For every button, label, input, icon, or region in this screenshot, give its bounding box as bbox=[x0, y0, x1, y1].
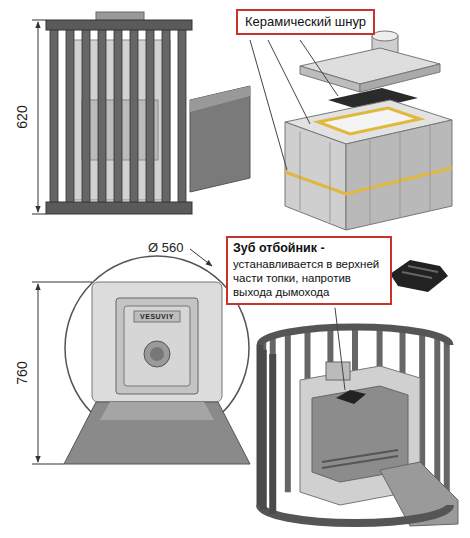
body-ribs bbox=[400, 133, 401, 218]
body-side bbox=[346, 120, 452, 230]
deflector-tooth bbox=[402, 266, 438, 278]
grille-bars bbox=[178, 28, 186, 204]
dimension-760 bbox=[38, 284, 39, 462]
ceramic-cord-top bbox=[318, 108, 420, 134]
stove-plan bbox=[92, 282, 222, 402]
dimension-760 bbox=[32, 282, 92, 283]
top-view bbox=[32, 249, 250, 464]
fire-chute bbox=[190, 86, 250, 192]
grille-back-bars bbox=[285, 332, 291, 492]
dimension-label: 760 bbox=[14, 359, 30, 386]
grille-bars bbox=[114, 28, 122, 204]
cord-leaders bbox=[268, 40, 310, 124]
dimension-620 bbox=[32, 20, 46, 214]
dimension-620 bbox=[38, 22, 39, 212]
grille-rim-bottom bbox=[260, 505, 450, 523]
front-view bbox=[32, 12, 250, 214]
grille-bars bbox=[130, 28, 138, 204]
door-window-inner bbox=[150, 347, 164, 361]
callout-text: Керамический шнур bbox=[245, 14, 366, 30]
chimney-rim bbox=[372, 31, 398, 41]
deflector-tooth bbox=[390, 260, 448, 292]
callout-text: устанавливается в верхней части топки, н… bbox=[233, 257, 385, 300]
door-window bbox=[144, 341, 170, 367]
dimension-label: 620 bbox=[14, 103, 30, 130]
grille-bars bbox=[66, 28, 74, 204]
grille-bars bbox=[50, 28, 58, 204]
callout-box: Керамический шнур bbox=[236, 9, 375, 35]
cord-leaders bbox=[300, 40, 338, 96]
top-plate-front bbox=[300, 66, 360, 92]
grille-bars bbox=[162, 28, 170, 204]
ceramic-cord-joint bbox=[285, 168, 452, 194]
body-ribs bbox=[300, 132, 301, 210]
chute-base bbox=[64, 402, 250, 464]
dimension-label: Ø 560 bbox=[146, 240, 185, 255]
callout-box: Зуб отбойник -устанавливается в верхней … bbox=[226, 236, 392, 305]
dimension-620 bbox=[32, 214, 46, 215]
grille-rim-top bbox=[260, 327, 450, 345]
grille-ring-top bbox=[46, 20, 192, 30]
grille-bars bbox=[82, 28, 90, 204]
fire-chute-top bbox=[190, 86, 250, 112]
brand-logo: VESUVIY bbox=[140, 313, 174, 320]
cord-leaders bbox=[250, 40, 287, 170]
top-plate-side bbox=[360, 64, 440, 92]
dimension-760 bbox=[32, 282, 92, 464]
body-ribs bbox=[300, 126, 430, 224]
grille-front-bars bbox=[260, 345, 273, 514]
callout-text: Зуб отбойник - bbox=[233, 241, 385, 257]
grate bbox=[322, 450, 398, 462]
dimension-760 bbox=[32, 464, 64, 465]
diameter-leader bbox=[190, 249, 212, 266]
grate bbox=[322, 450, 398, 468]
door bbox=[116, 298, 198, 394]
grille-bars bbox=[50, 28, 186, 204]
logo-plate bbox=[134, 311, 180, 322]
chute-top bbox=[100, 402, 214, 420]
cutaway-view bbox=[260, 308, 458, 526]
chimney-outlet bbox=[326, 362, 350, 380]
grille-back-bars bbox=[444, 340, 450, 500]
body-ribs bbox=[370, 140, 371, 224]
grille-bars bbox=[146, 28, 154, 204]
grille-bars bbox=[98, 28, 106, 204]
grille-back-bars bbox=[434, 336, 440, 496]
body-ribs bbox=[330, 142, 331, 222]
tooth-leader bbox=[335, 308, 345, 390]
cord-leaders bbox=[250, 40, 338, 170]
deflector-tooth bbox=[390, 260, 448, 292]
grate bbox=[322, 456, 398, 468]
door-panel bbox=[124, 306, 190, 386]
body-ribs bbox=[430, 126, 431, 211]
tooth-in-place bbox=[336, 390, 366, 404]
dimension-620 bbox=[32, 20, 46, 21]
exploded-view bbox=[250, 31, 452, 230]
grille-ring-bottom bbox=[46, 202, 192, 214]
grille-front-bars bbox=[269, 354, 276, 514]
grille-front-bars bbox=[257, 345, 264, 505]
